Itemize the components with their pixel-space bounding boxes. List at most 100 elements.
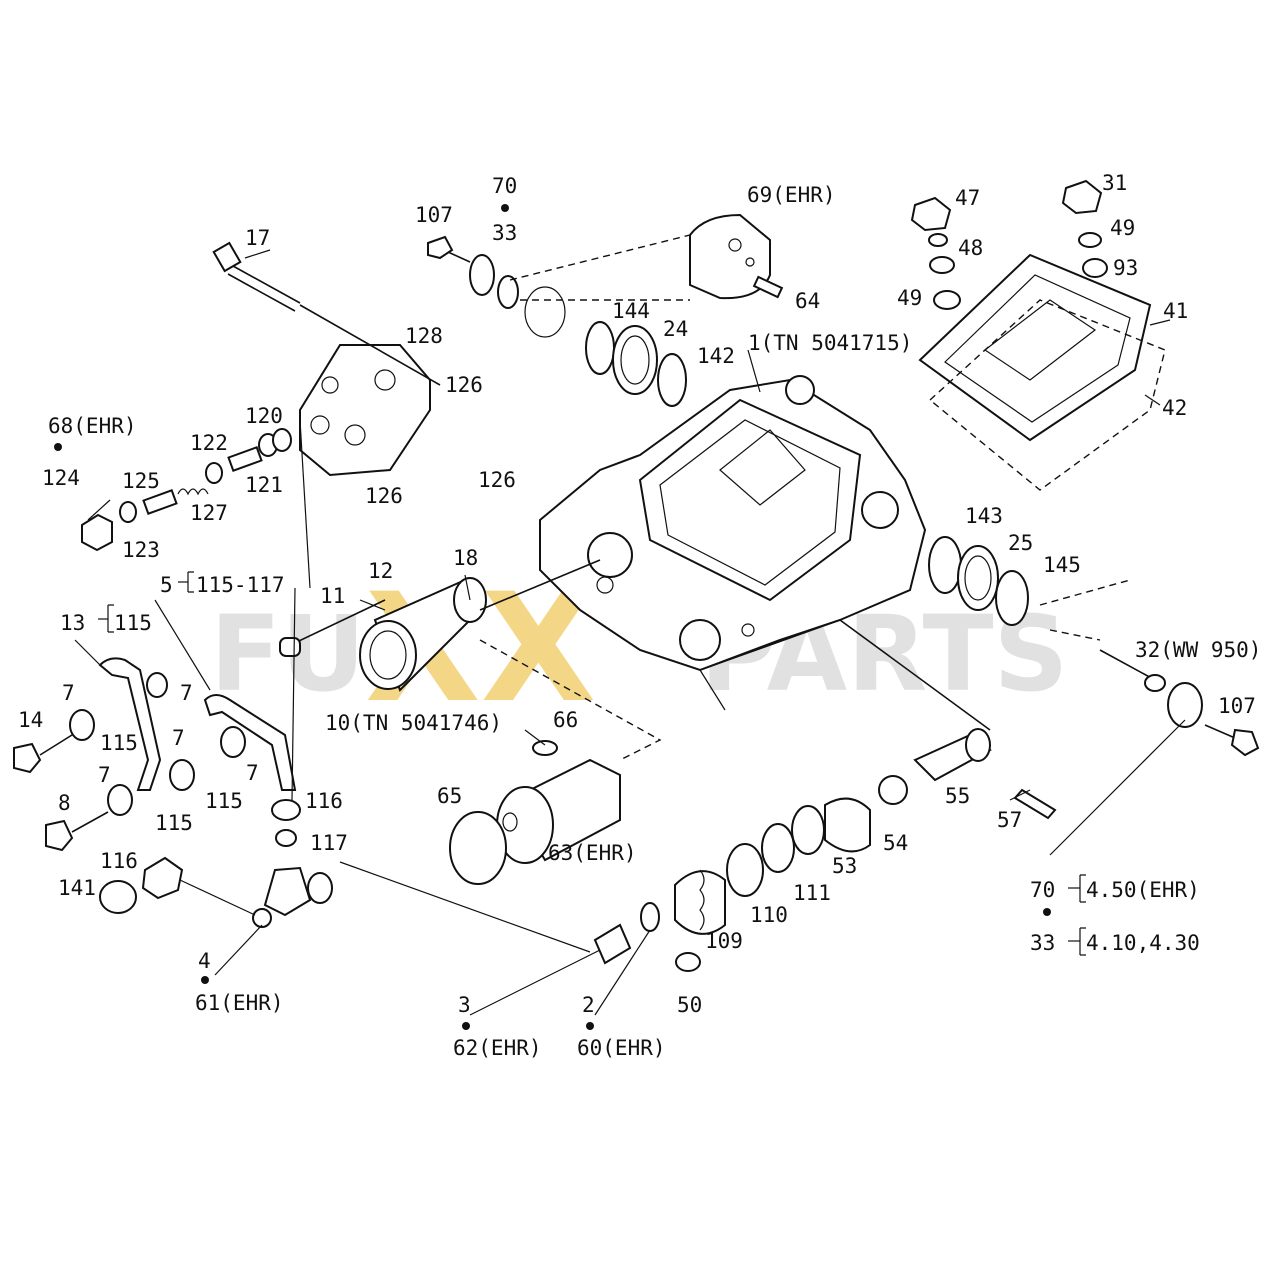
label-54: 54 (883, 831, 908, 855)
label-33-right: 33 (1030, 931, 1055, 955)
label-41: 41 (1163, 299, 1188, 323)
label-120: 120 (245, 404, 283, 428)
label-141: 141 (58, 876, 96, 900)
bracket-marks (98, 571, 1086, 956)
label-117: 117 (310, 831, 348, 855)
label-18: 18 (453, 546, 478, 570)
label-115-a: 115 (100, 731, 138, 755)
label-115-b: 115 (205, 789, 243, 813)
label-4-50: 4.50(EHR) (1086, 878, 1200, 902)
bullet-dot (462, 1022, 470, 1030)
label-126-a: 126 (445, 373, 483, 397)
label-61: 61(EHR) (195, 991, 284, 1015)
bolt-31-stack (1061, 179, 1108, 278)
label-66: 66 (553, 708, 578, 732)
label-116-b: 116 (100, 849, 138, 873)
label-4-10-4-30: 4.10,4.30 (1086, 931, 1200, 955)
pipes-left (13, 657, 297, 852)
label-50: 50 (677, 993, 702, 1017)
label-2: 2 (582, 993, 595, 1017)
label-123: 123 (122, 538, 160, 562)
label-62: 62(EHR) (453, 1036, 542, 1060)
relief-valve-assembly (81, 428, 292, 552)
label-1: 1(TN 5041715) (748, 331, 912, 355)
label-3: 3 (458, 993, 471, 1017)
label-142: 142 (697, 344, 735, 368)
label-69: 69(EHR) (747, 183, 836, 207)
lower-spool-assembly (674, 619, 1057, 972)
bullet-dot (586, 1022, 594, 1030)
label-115-c: 115 (155, 811, 193, 835)
label-125: 125 (122, 469, 160, 493)
label-93: 93 (1113, 256, 1138, 280)
label-7-e: 7 (246, 761, 259, 785)
label-68: 68(EHR) (48, 414, 137, 438)
label-7-d: 7 (98, 763, 111, 787)
label-107-top: 107 (415, 203, 453, 227)
label-49-right: 49 (1110, 216, 1135, 240)
part-labels: 17 70 33 107 69(EHR) 64 47 48 49 31 49 9… (18, 171, 1261, 1060)
bullet-dots (54, 204, 1051, 1030)
label-70-right: 70 (1030, 878, 1055, 902)
label-7-a: 7 (62, 681, 75, 705)
label-127: 127 (190, 501, 228, 525)
label-122: 122 (190, 431, 228, 455)
bolt-17 (212, 241, 441, 386)
label-17: 17 (245, 226, 270, 250)
label-8: 8 (58, 791, 71, 815)
label-143: 143 (965, 504, 1003, 528)
label-115-117: 115-117 (196, 573, 285, 597)
label-116-a: 116 (305, 789, 343, 813)
label-124: 124 (42, 466, 80, 490)
label-70-top: 70 (492, 174, 517, 198)
label-65: 65 (437, 784, 462, 808)
label-7-b: 7 (180, 681, 193, 705)
label-60: 60(EHR) (577, 1036, 666, 1060)
label-10: 10(TN 5041746) (325, 711, 502, 735)
label-53: 53 (832, 854, 857, 878)
label-24: 24 (663, 317, 688, 341)
cover-plate-128 (299, 344, 431, 477)
label-111: 111 (793, 881, 831, 905)
label-42: 42 (1162, 396, 1187, 420)
label-12: 12 (368, 559, 393, 583)
label-145: 145 (1043, 553, 1081, 577)
label-11: 11 (320, 584, 345, 608)
upper-shaft-assembly (427, 213, 784, 407)
label-31: 31 (1102, 171, 1127, 195)
label-49-left: 49 (897, 286, 922, 310)
label-110: 110 (750, 903, 788, 927)
label-13: 13 (60, 611, 85, 635)
label-57: 57 (997, 808, 1022, 832)
label-32: 32(WW 950) (1135, 638, 1261, 662)
label-33-top: 33 (492, 221, 517, 245)
label-7-c: 7 (172, 726, 185, 750)
label-55: 55 (945, 784, 970, 808)
label-14: 14 (18, 708, 43, 732)
bullet-dot (501, 204, 509, 212)
cylinder-10 (279, 559, 601, 692)
gasket-42 (928, 299, 1166, 491)
label-48: 48 (958, 236, 983, 260)
right-bearing-assembly (928, 536, 1260, 757)
fittings-2-3 (593, 902, 660, 965)
label-5: 5 (160, 573, 173, 597)
label-126-b: 126 (365, 484, 403, 508)
oil-pan-41 (918, 253, 1152, 442)
valve-63 (449, 639, 662, 885)
label-126-c: 126 (478, 468, 516, 492)
label-64: 64 (795, 289, 820, 313)
main-housing (539, 375, 927, 672)
label-121: 121 (245, 473, 283, 497)
bolt-47-stack (910, 196, 961, 310)
label-25: 25 (1008, 531, 1033, 555)
label-128: 128 (405, 324, 443, 348)
bullet-dot (54, 443, 62, 451)
label-63: 63(EHR) (548, 841, 637, 865)
label-109: 109 (705, 929, 743, 953)
label-4: 4 (198, 949, 211, 973)
label-115-box: 115 (114, 611, 152, 635)
label-47: 47 (955, 186, 980, 210)
bullet-dot (201, 976, 209, 984)
